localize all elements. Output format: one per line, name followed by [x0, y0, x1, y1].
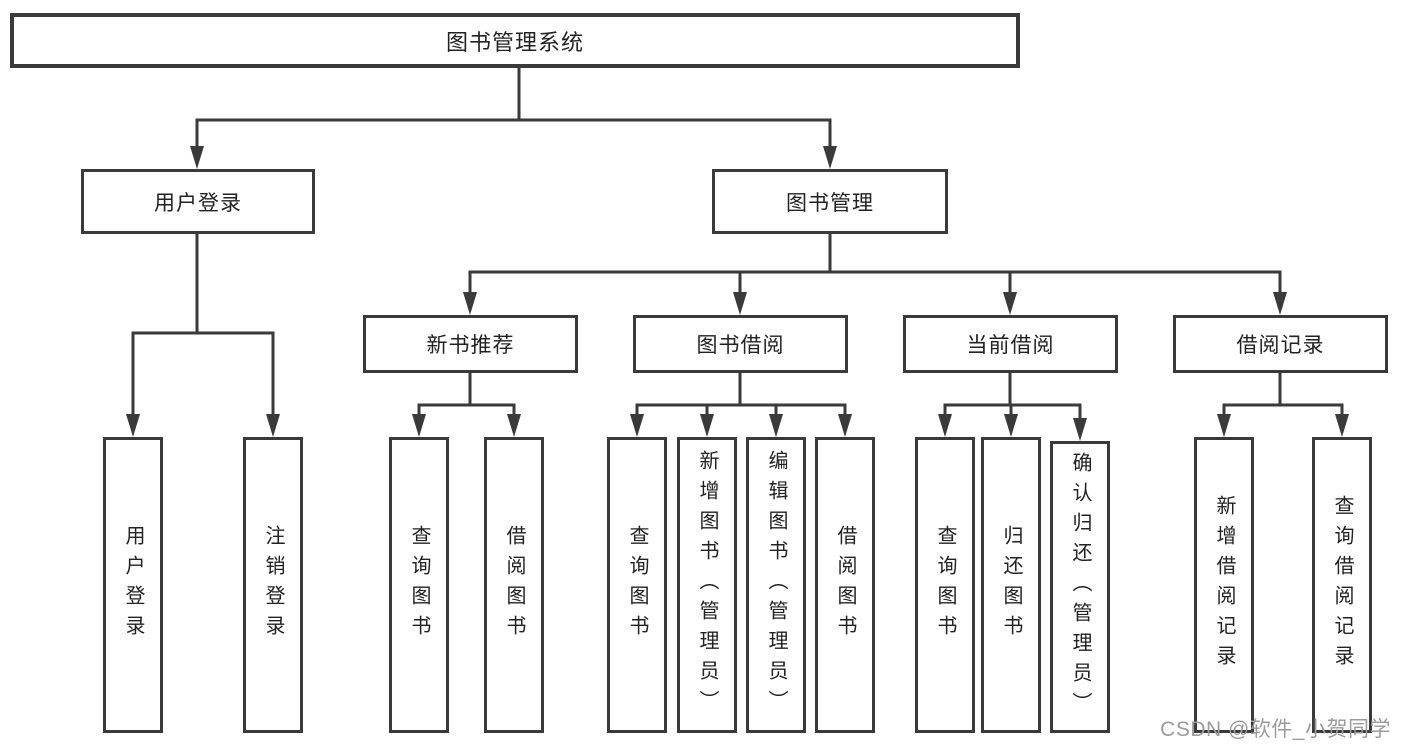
leaf-borrow-books-recommend: 借阅图书 [484, 437, 544, 733]
leaf-query-books-borrow: 查询图书 [607, 437, 667, 733]
leaf-edit-books-admin: 编辑图书（管理员） [746, 437, 806, 733]
leaf-logout: 注销登录 [243, 437, 303, 733]
leaf-user-login: 用户登录 [103, 437, 163, 733]
arrowhead [630, 414, 644, 437]
arrowhead [190, 146, 204, 169]
leaf-borrow-books: 借阅图书 [815, 437, 875, 733]
node-new-book-recommend: 新书推荐 [363, 315, 578, 373]
leaf-add-books-admin: 新增图书（管理员） [677, 437, 737, 733]
node-current-borrowing: 当前借阅 [903, 315, 1118, 373]
arrowhead [1004, 414, 1018, 437]
csdn-watermark: CSDN @软件_小贺同学 [1160, 718, 1391, 741]
arrowhead [507, 414, 521, 437]
node-user-login: 用户登录 [81, 169, 315, 234]
leaf-confirm-return-admin: 确认归还（管理员） [1050, 441, 1110, 733]
arrowhead [126, 414, 140, 437]
arrowhead [769, 414, 783, 437]
arrowhead [938, 414, 952, 437]
arrowhead [1335, 414, 1349, 437]
node-library-management-system: 图书管理系统 [10, 13, 1020, 68]
arrowhead [1273, 292, 1287, 315]
arrowhead [823, 146, 837, 169]
node-book-management: 图书管理 [712, 169, 948, 234]
arrowhead [266, 414, 280, 437]
leaf-add-borrow-record: 新增借阅记录 [1194, 437, 1254, 733]
arrowhead [1073, 418, 1087, 441]
arrowhead [838, 414, 852, 437]
leaf-query-books-recommend: 查询图书 [389, 437, 449, 733]
arrowhead [412, 414, 426, 437]
node-book-borrowing: 图书借阅 [633, 315, 848, 373]
arrowhead [700, 414, 714, 437]
arrowhead [1217, 414, 1231, 437]
leaf-return-books: 归还图书 [981, 437, 1041, 733]
leaf-query-books-current: 查询图书 [915, 437, 975, 733]
arrowhead [1003, 292, 1017, 315]
node-borrowing-records: 借阅记录 [1173, 315, 1388, 373]
arrowhead [733, 292, 747, 315]
arrowhead [463, 292, 477, 315]
leaf-query-borrow-record: 查询借阅记录 [1312, 437, 1372, 733]
